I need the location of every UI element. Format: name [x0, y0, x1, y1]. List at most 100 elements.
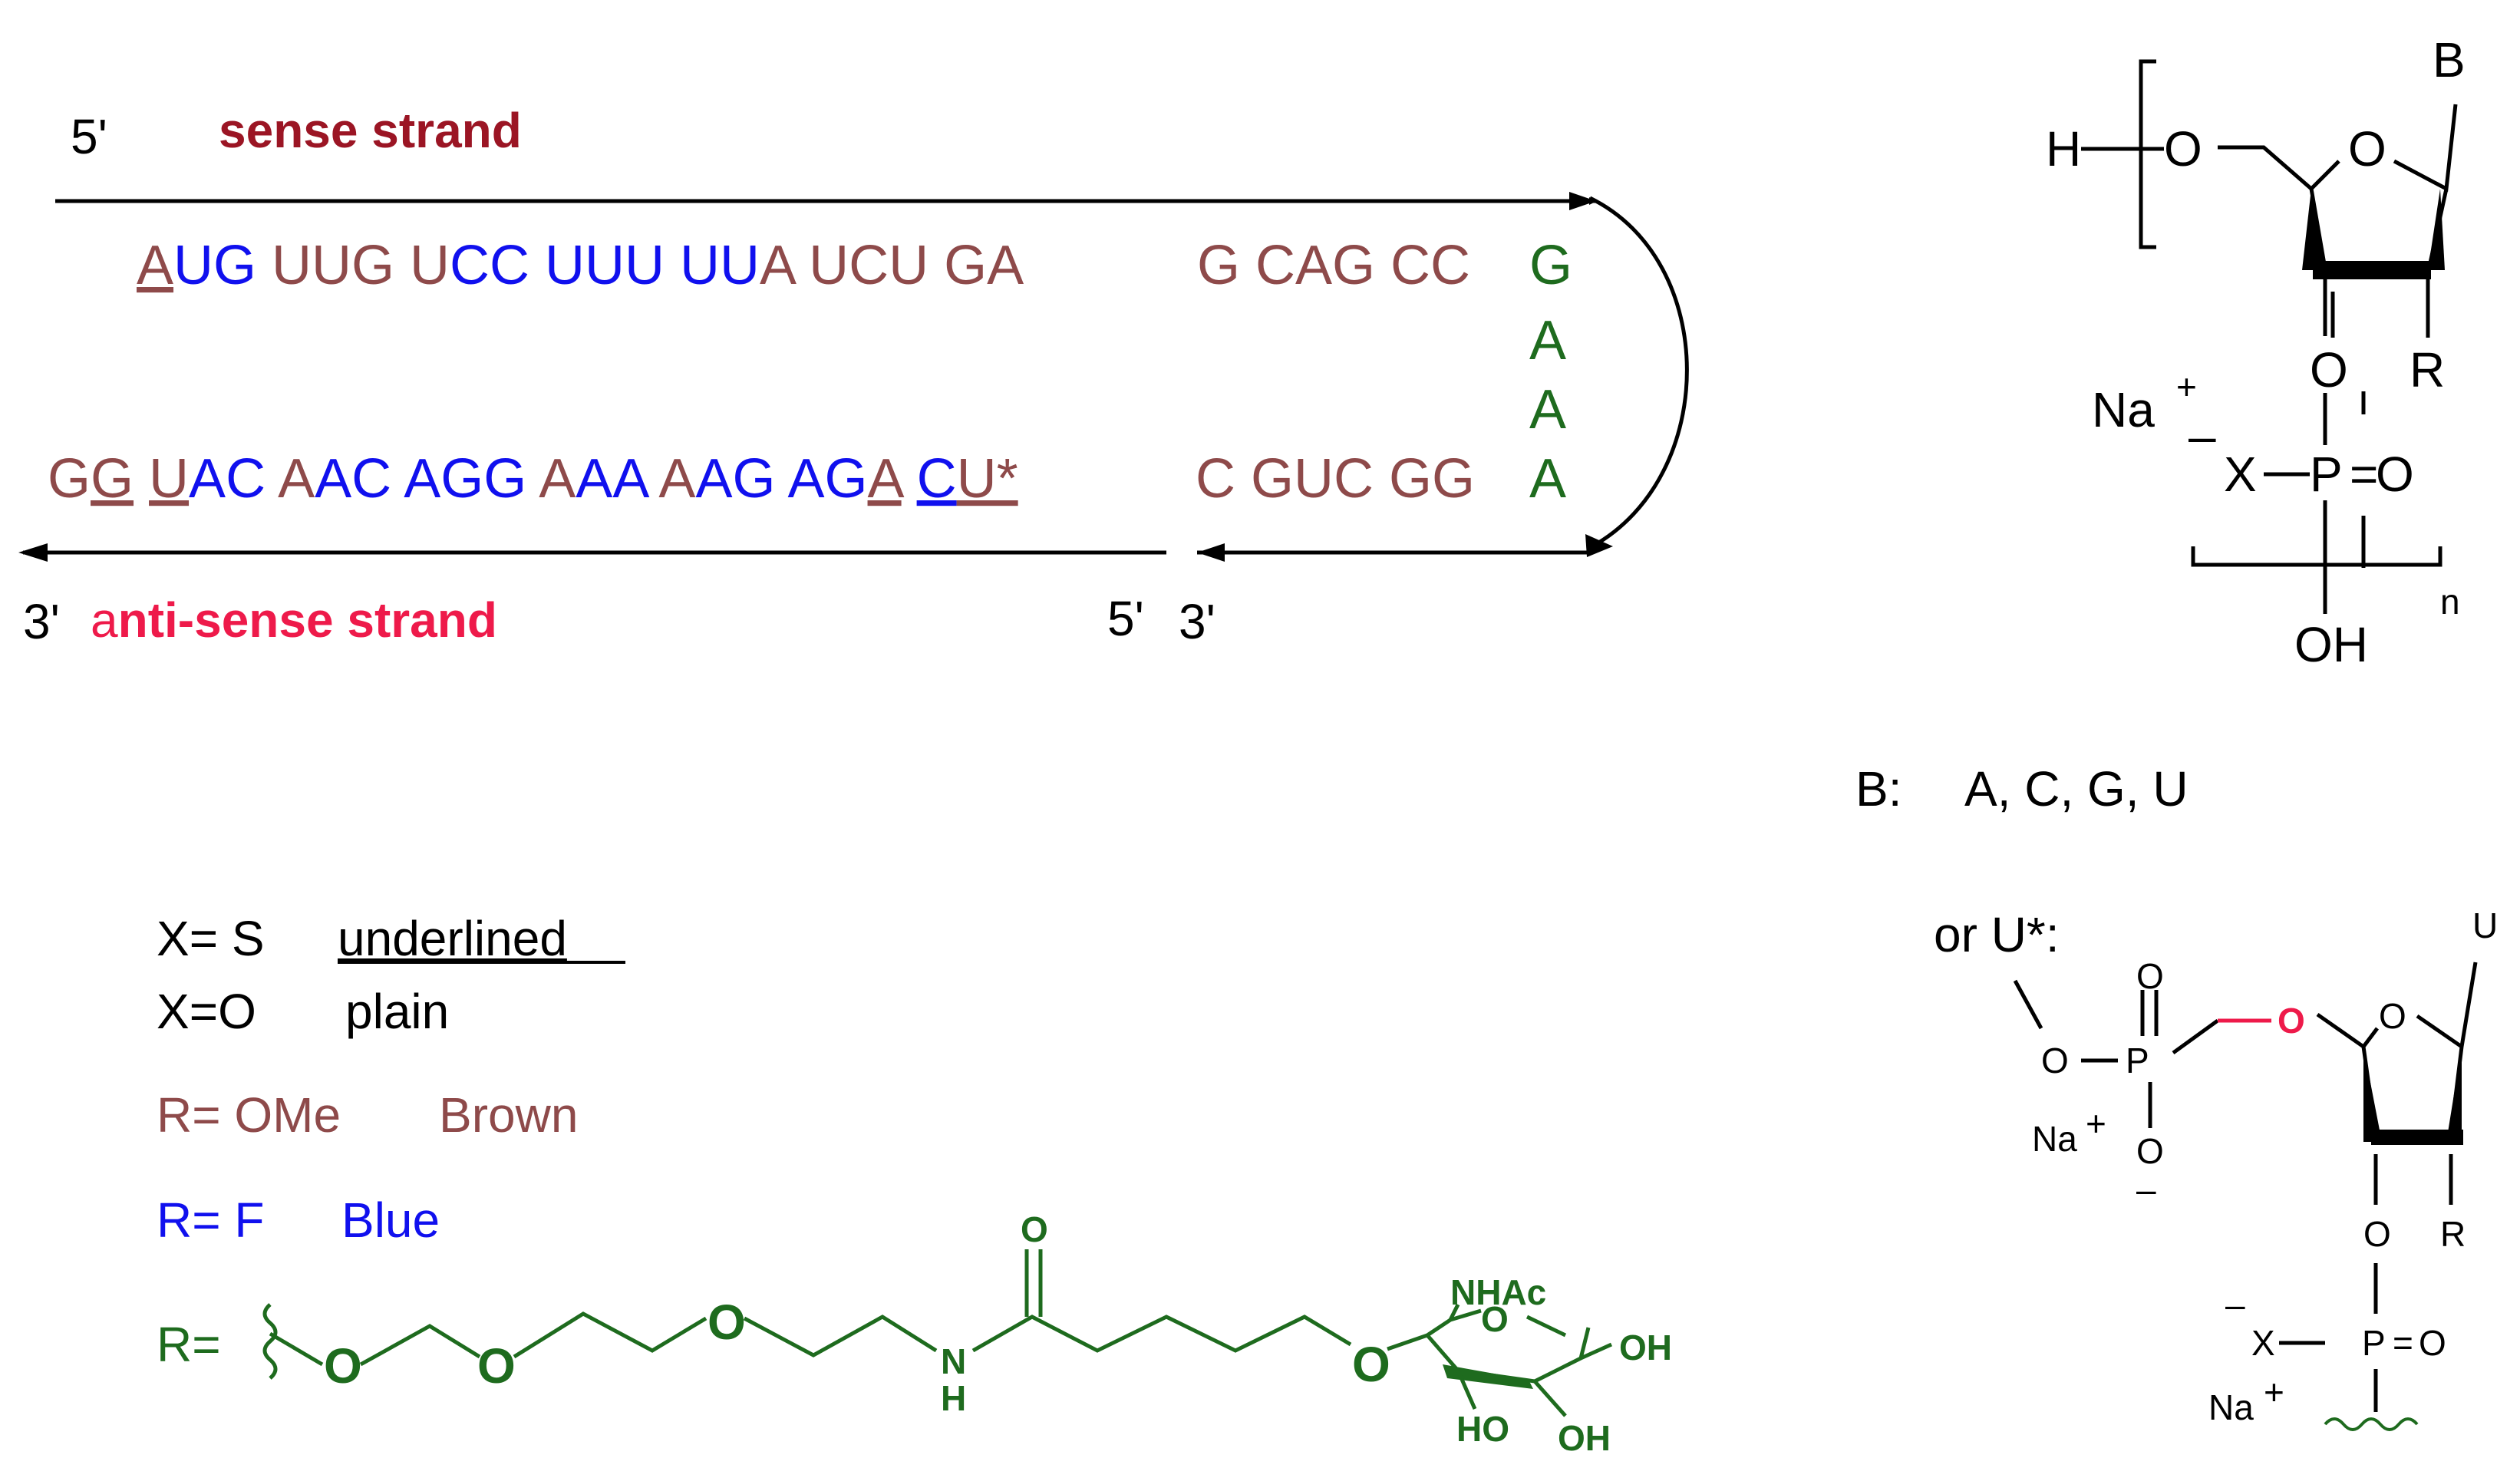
ustar-link-o: O — [2278, 1001, 2305, 1041]
anti-sequence-segment: U — [149, 448, 189, 510]
monomer-o3: O — [2310, 342, 2348, 398]
anti-sequence-segment: G — [48, 448, 91, 510]
galnac-ring-o: O — [1481, 1299, 1509, 1339]
sense-sequence-segment: U — [410, 235, 450, 296]
galnac-ho: HO — [1456, 1409, 1509, 1449]
monomer-na: Na — [2092, 382, 2155, 437]
sense-sequence-segment: UG — [173, 235, 272, 296]
bases-list: A, C, G, U — [1964, 761, 2189, 816]
ustar-wedge-left — [2363, 1047, 2382, 1142]
legend-rf-value: Blue — [341, 1193, 440, 1248]
monomer-ring-o: O — [2348, 121, 2386, 176]
hairpin-3prime-label: 3' — [1179, 594, 1215, 649]
antisense-sequence-tail: C GUC GG — [1196, 448, 1475, 510]
ustar-na1-charge: + — [2086, 1103, 2106, 1143]
linker-o3: O — [708, 1295, 746, 1350]
ustar-base-u: U — [2472, 906, 2498, 945]
sense-sequence-segment: UUG — [272, 235, 410, 296]
loop-base-1: G — [1529, 235, 1572, 296]
monomer-na-charge: + — [2176, 367, 2197, 407]
carbonyl-double-bond — [1024, 1249, 1043, 1317]
sense-sequence-segment: UCU — [809, 235, 944, 296]
linker-h: H — [941, 1378, 966, 1418]
galnac-oh2: OH — [1558, 1418, 1611, 1458]
sense-sequence-segment: A — [760, 235, 809, 296]
monomer-n: n — [2440, 582, 2460, 622]
monomer-neg: – — [2189, 408, 2216, 463]
bases-or-ustar: or U*: — [1934, 907, 2060, 962]
anti-sequence-segment: A — [278, 448, 315, 510]
antisense-arrow-head — [18, 543, 48, 562]
monomer-bracket-bottom — [2191, 546, 2442, 567]
anti-sequence-segment: AGG — [404, 448, 539, 510]
monomer-x: X — [2224, 447, 2257, 502]
sense-sequence-segment: GA — [944, 235, 1024, 296]
sense-sequence-segment: UUU — [545, 235, 680, 296]
legend-rlinker-key: R= — [157, 1317, 221, 1372]
ustar-neg2: – — [2225, 1285, 2245, 1324]
galnac-linker-structure: O O O O N H O O NHAc OH HO OH — [262, 1209, 1672, 1458]
ustar-o3: O — [2363, 1214, 2391, 1254]
nucleotide-monomer-structure: H O O B O R Na + – X P = O OH n — [2046, 32, 2466, 672]
ustar-na2: Na — [2208, 1387, 2254, 1427]
sirna-duplex: 5' sense strand AUG UUG UCC UUU UUA UCU … — [18, 103, 1689, 649]
anti-sequence-segment: AC — [189, 448, 278, 510]
anti-sequence-segment: A — [868, 448, 905, 510]
ustar-na2-charge: + — [2264, 1372, 2284, 1412]
ustar-me-o: O — [2041, 1041, 2069, 1080]
linker-carbonyl-o: O — [1021, 1209, 1048, 1249]
loop-base-2: A — [1529, 310, 1566, 371]
sense-5prime-label: 5' — [71, 109, 107, 164]
linker-o1: O — [324, 1338, 362, 1394]
anti-sequence-segment — [134, 448, 149, 510]
linker-o2: O — [477, 1338, 516, 1394]
ustar-eq: = — [2393, 1323, 2413, 1363]
linker-o4: O — [1352, 1337, 1390, 1392]
legend-xs-value: underlined — [338, 911, 567, 966]
monomer-r: R — [2410, 342, 2445, 398]
sense-sequence-segment: UU — [680, 235, 760, 296]
anti-sequence-segment: AG — [788, 448, 868, 510]
sense-arrow-head — [1569, 192, 1596, 210]
monomer-eq: = — [2350, 447, 2378, 502]
base-definition: B: A, C, G, U or U*: — [1855, 761, 2189, 962]
ustar-neg1: – — [2136, 1169, 2156, 1209]
hairpin-curve — [1588, 196, 1689, 549]
monomer-p: P — [2310, 447, 2343, 502]
anti-sequence-segment: AA — [576, 448, 658, 510]
galnac-ring-bold-bond — [1443, 1364, 1533, 1389]
ustar-p: P — [2126, 1041, 2149, 1080]
ustar-structure: U O O P O O Na + O – O R – X P = O Na + — [2013, 906, 2498, 1431]
bases-key: B: — [1855, 761, 1902, 816]
antisense-5prime-label: 5' — [1107, 591, 1144, 646]
ustar-p2: P — [2362, 1323, 2386, 1363]
loop-base-4: A — [1529, 448, 1566, 510]
anti-sequence-segment: AG — [695, 448, 787, 510]
anti-tail-segment: C GUC GG — [1196, 448, 1475, 510]
antisense-tail-arrow-head — [1197, 543, 1225, 562]
loop-base-3: A — [1529, 379, 1566, 440]
antisense-strand-title: anti-sense strand — [91, 592, 497, 648]
anti-sequence-segment: U* — [957, 448, 1018, 510]
monomer-base-b: B — [2433, 32, 2466, 87]
sense-sequence-segment: A — [137, 235, 173, 296]
anti-sequence-segment: AC — [315, 448, 404, 510]
anti-sequence-segment — [902, 448, 917, 510]
legend-rf-key: R= F — [157, 1193, 264, 1248]
modification-legend: X= S underlined X=O plain R= OMe Brown R… — [157, 911, 625, 1372]
ustar-wedge-right — [2446, 1047, 2462, 1142]
galnac-oh1: OH — [1619, 1328, 1672, 1367]
anti-sequence-segment: A — [658, 448, 695, 510]
ustar-bold-bond — [2371, 1130, 2463, 1145]
legend-rome-key: R= OMe — [157, 1087, 341, 1143]
wavy-bond — [262, 1303, 278, 1380]
antisense-title-a: a — [91, 592, 118, 648]
antisense-title-rest: nti-sense strand — [118, 592, 497, 648]
antisense-3prime-label: 3' — [23, 594, 60, 649]
linker-chain — [269, 1311, 1352, 1367]
monomer-wedge-right — [2428, 189, 2445, 270]
legend-xo-value: plain — [345, 984, 449, 1039]
legend-xo-key: X=O — [157, 984, 256, 1039]
linker-n: N — [941, 1341, 966, 1381]
